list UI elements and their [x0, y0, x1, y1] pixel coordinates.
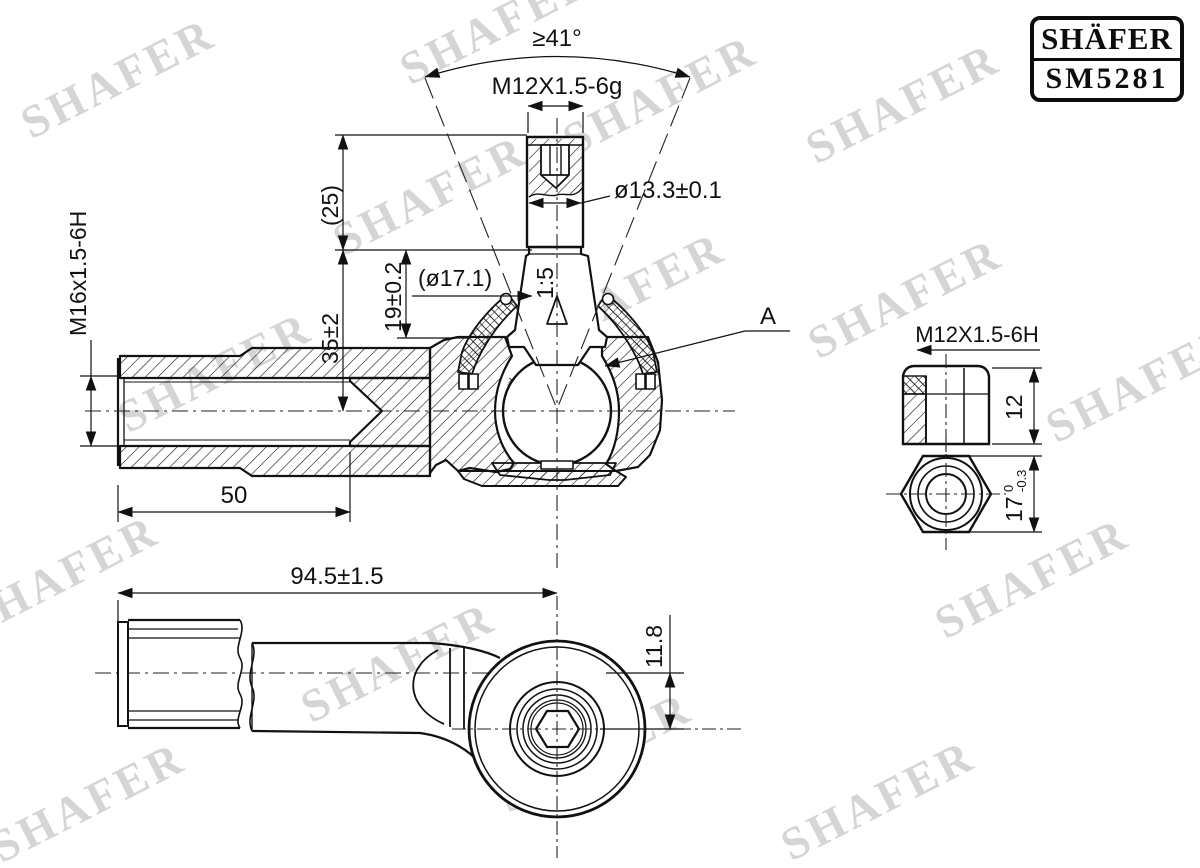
- brand-name: SHÄFER: [1034, 20, 1180, 61]
- dim-nut-height: 12: [1001, 394, 1027, 420]
- dimensions: [80, 55, 1042, 730]
- dim-taper-diameter: (ø17.1): [418, 265, 492, 291]
- dim-height-19: 19±0.2: [380, 262, 406, 332]
- dim-stud-diameter: ø13.3±0.1: [614, 177, 722, 204]
- dim-stud-thread: M12X1.5-6g: [492, 73, 623, 100]
- dim-thread-length: (25): [317, 185, 343, 226]
- dim-axis-offset: 11.8: [641, 625, 667, 668]
- part-number: SM5281: [1045, 62, 1169, 96]
- brand-plate: SHÄFER SM5281: [1030, 16, 1184, 102]
- nut-front-view: [886, 438, 1006, 550]
- dim-nut-af: 17 0 -0.3: [1001, 470, 1029, 522]
- dim-nut-af-tol-lower: -0.3: [1014, 470, 1029, 492]
- dim-nut-af-tol-upper: 0: [1001, 485, 1016, 492]
- dim-taper-ratio: 1:5: [532, 267, 558, 299]
- dim-swing-angle: ≥41°: [532, 25, 581, 52]
- dim-nut-thread: M12X1.5-6H: [915, 322, 1039, 347]
- bottom-plan-view: [95, 596, 742, 858]
- dim-overall-length: 94.5±1.5: [290, 563, 383, 590]
- nut-side-view: [901, 354, 991, 458]
- dim-housing-thread: M16x1.5-6H: [65, 211, 91, 336]
- detail-label: A: [760, 303, 776, 330]
- dim-thread-depth: 50: [221, 482, 248, 509]
- dim-nut-af-value: 17: [1001, 496, 1027, 522]
- dim-height-35: 35±2: [317, 313, 343, 364]
- main-section-view: [85, 77, 735, 568]
